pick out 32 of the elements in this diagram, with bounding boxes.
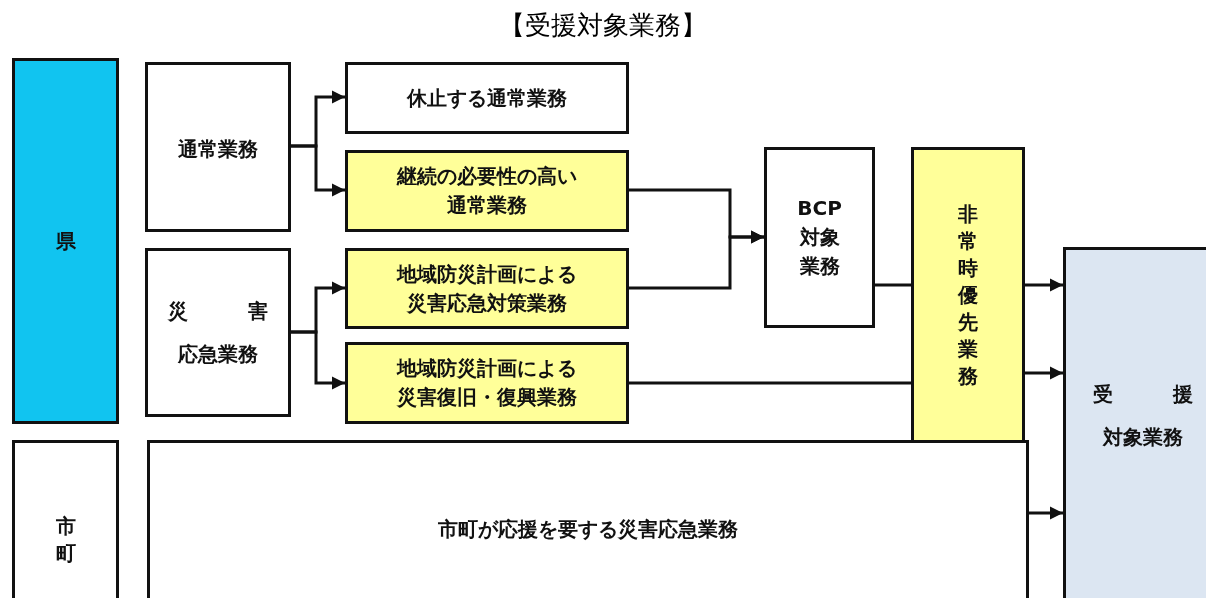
box-label: 災害応急業務 (168, 297, 268, 368)
connector-line (629, 381, 911, 385)
arrow (1025, 366, 1063, 380)
process-box (145, 62, 291, 232)
arrow (1029, 506, 1063, 520)
process-box (345, 342, 629, 424)
process-box (345, 150, 629, 232)
arrow (291, 330, 345, 390)
box-label: 受援対象業務 (1093, 381, 1193, 451)
box-label: 県 (55, 227, 76, 255)
box-label: 地域防災計画による災害応急対策業務 (397, 260, 577, 317)
box-label: 市町が応援を要する災害応急業務 (438, 516, 738, 543)
box-label: 地域防災計画による災害復旧・復興業務 (397, 355, 577, 411)
process-box (12, 440, 119, 598)
arrow (629, 230, 764, 290)
box-label: BCP対象業務 (797, 195, 842, 280)
arrow (291, 144, 345, 197)
process-box (145, 248, 291, 417)
process-box (764, 147, 875, 328)
box-label: 非常時優先業務 (958, 201, 978, 390)
highlight-box (1063, 247, 1206, 598)
process-box (345, 248, 629, 329)
arrow (1025, 278, 1063, 292)
box-label: 継続の必要性の高い通常業務 (397, 163, 577, 219)
process-box (147, 440, 1029, 598)
box-label: 市町 (55, 513, 76, 567)
connector-line (875, 283, 911, 287)
box-label: 休止する通常業務 (407, 84, 567, 112)
box-label: 通常業務 (178, 136, 258, 163)
process-box (12, 58, 119, 424)
process-box (345, 62, 629, 134)
diagram-title: 【受援対象業務】 (498, 9, 708, 42)
